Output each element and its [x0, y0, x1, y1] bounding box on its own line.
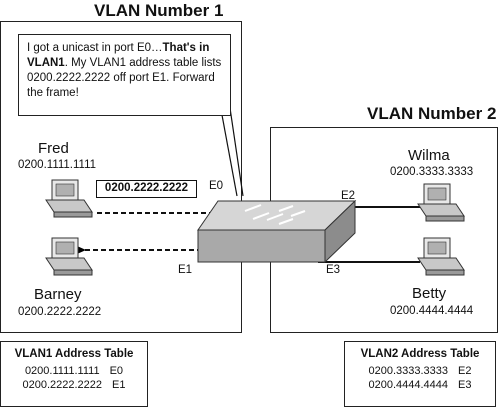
port-e3-label: E3	[326, 264, 341, 276]
host-fred-name: Fred	[38, 140, 69, 157]
bubble-pointer-line	[229, 107, 244, 197]
table-cell-port: E1	[112, 379, 126, 391]
table-cell-port: E3	[458, 379, 472, 391]
port-e0-label: E0	[209, 180, 224, 192]
table-row: 0200.3333.3333 E2	[345, 364, 495, 378]
host-barney-name: Barney	[34, 286, 82, 303]
pc-betty-icon	[417, 237, 465, 276]
table-row: 0200.2222.2222 E1	[1, 378, 147, 392]
frame-destination-label: 0200.2222.2222	[96, 180, 197, 198]
table-cell-mac: 0200.2222.2222	[22, 379, 103, 391]
host-wilma-mac: 0200.3333.3333	[390, 166, 474, 178]
port-e1-label: E1	[178, 264, 193, 276]
bubble-pointer-line	[221, 114, 238, 197]
table-cell-mac: 0200.1111.1111	[24, 365, 100, 377]
pc-wilma-icon	[417, 183, 465, 222]
host-barney-mac: 0200.2222.2222	[18, 306, 102, 318]
table-row: 0200.1111.1111 E0	[1, 364, 147, 378]
vlan2-title: VLAN Number 2	[367, 104, 497, 123]
pc-fred-icon	[45, 179, 93, 218]
switch-speech-bubble: I got a unicast in port E0…That's in VLA…	[18, 34, 231, 116]
table-cell-mac: 0200.3333.3333	[368, 365, 449, 377]
bubble-text-rest: . My VLAN1 address table lists 0200.2222…	[27, 57, 222, 99]
host-wilma-name: Wilma	[408, 147, 450, 164]
host-betty-name: Betty	[412, 285, 447, 302]
vlan1-address-table: VLAN1 Address Table 0200.1111.1111 E0 02…	[0, 341, 148, 407]
host-betty-mac: 0200.4444.4444	[390, 305, 474, 317]
vlan2-address-table: VLAN2 Address Table 0200.3333.3333 E2 02…	[344, 341, 496, 407]
pc-barney-icon	[45, 237, 93, 276]
vlan1-table-title: VLAN1 Address Table	[14, 348, 134, 360]
bubble-text-emphasis: That's in VLAN1	[27, 42, 210, 69]
vlan2-table-title: VLAN2 Address Table	[360, 348, 480, 360]
table-row: 0200.4444.4444 E3	[345, 378, 495, 392]
port-e2-label: E2	[341, 190, 356, 202]
table-cell-port: E2	[458, 365, 472, 377]
table-cell-mac: 0200.4444.4444	[368, 379, 449, 391]
switch-icon	[197, 199, 357, 264]
vlan1-title: VLAN Number 1	[94, 1, 224, 20]
bubble-text-prefix: I got a unicast in port E0…	[27, 42, 163, 54]
table-cell-port: E0	[109, 365, 124, 377]
host-fred-mac: 0200.1111.1111	[18, 159, 97, 171]
